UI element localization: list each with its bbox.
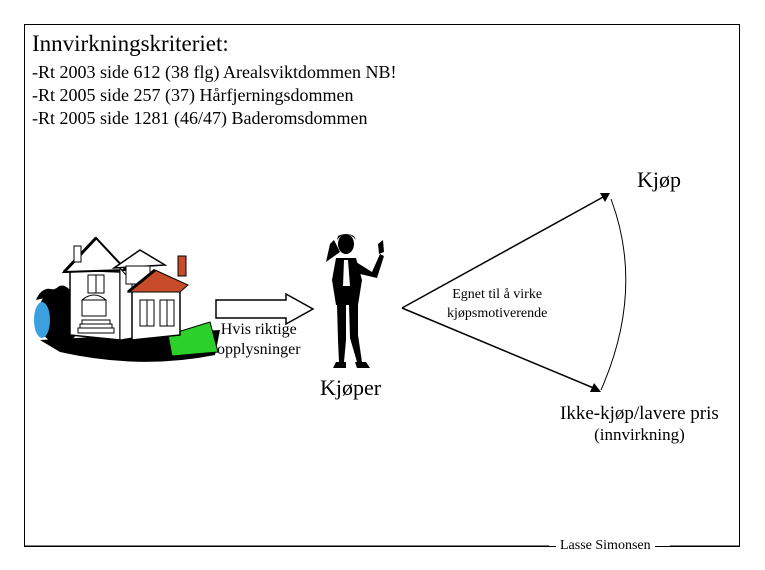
outcome-buy-label: Kjøp — [637, 167, 681, 192]
house-illustration-icon — [34, 236, 220, 362]
outcome-arc — [600, 198, 627, 391]
reference-item: -Rt 2005 side 257 (37) Hårfjerningsdomme… — [32, 85, 354, 105]
arrow-label: Hvis riktige opplysninger — [217, 320, 301, 360]
outcome-no-buy-label: Ikke-kjøp/lavere pris (innvirkning) — [560, 403, 719, 445]
person-on-phone-illustration-icon — [326, 234, 384, 368]
arrowhead-no-buy — [590, 383, 601, 392]
branch-label-line: kjøpsmotiverende — [447, 306, 548, 321]
outcome-no-buy-line: (innvirkning) — [594, 425, 685, 444]
branch-to-buy — [401, 195, 606, 309]
reference-item: -Rt 2003 side 612 (38 flg) Arealsviktdom… — [32, 62, 397, 82]
footer-author: Lasse Simonsen — [556, 538, 655, 554]
arrow-label-line: Hvis riktige — [220, 321, 297, 338]
arrow-label-line: opplysninger — [217, 341, 301, 358]
branch-label: Egnet til å virke kjøpsmotiverende — [447, 285, 547, 323]
slide-title: Innvirkningskriteriet: — [32, 31, 229, 56]
reference-item: -Rt 2005 side 1281 (46/47) Baderomsdomme… — [32, 108, 368, 128]
arrowhead-buy — [600, 193, 610, 202]
outcome-no-buy-line: Ikke-kjøp/lavere pris — [560, 403, 719, 424]
reference-list: -Rt 2003 side 612 (38 flg) Arealsviktdom… — [32, 61, 396, 130]
branch-to-no-buy — [401, 307, 597, 390]
information-arrow — [215, 292, 315, 326]
buyer-label: Kjøper — [320, 375, 382, 400]
branch-label-line: Egnet til å virke — [452, 287, 543, 302]
